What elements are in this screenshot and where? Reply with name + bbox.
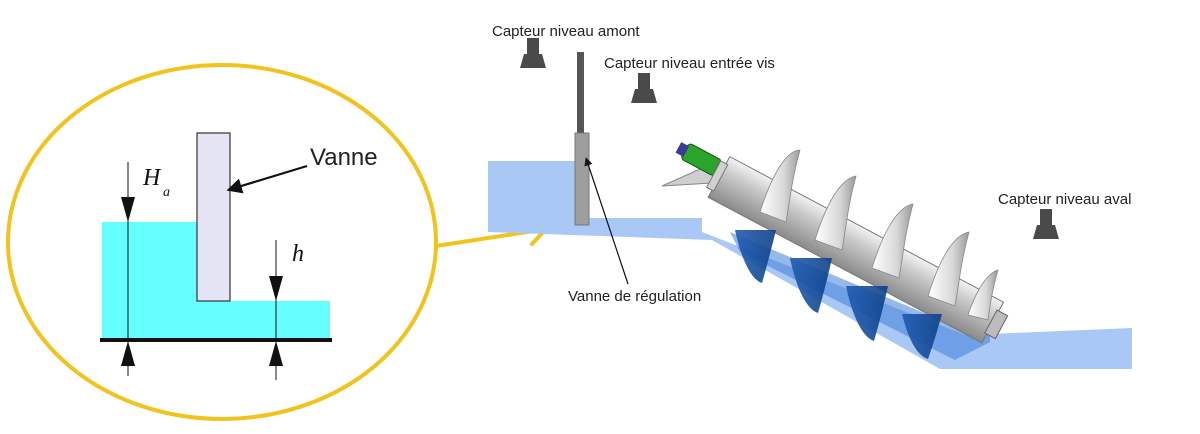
archimedes-screw (661, 142, 1009, 359)
screw-blade-4 (927, 231, 970, 307)
ha-arrow-top (121, 197, 135, 222)
height-downstream-label: h (292, 241, 304, 267)
h-arrow-bottom (269, 341, 283, 366)
channel-water (488, 161, 1132, 369)
gate-label: Vanne (310, 144, 378, 171)
gate-rod (577, 52, 584, 152)
zoom-water (102, 222, 330, 338)
screw-blade-wet-2 (790, 258, 832, 313)
sensor-screw-inlet-icon (631, 73, 657, 103)
regulation-gate-pointer (584, 157, 629, 285)
regulation-gate (574, 52, 590, 226)
screw-blade-wet-4 (902, 314, 942, 359)
regulation-gate-label: Vanne de régulation (568, 288, 701, 305)
screw-end-cap (984, 309, 1009, 340)
zoom-gate (196, 132, 231, 302)
vanne-pointer (226, 164, 308, 194)
height-upstream-subscript: a (163, 185, 170, 200)
sensor-downstream-icon (1033, 209, 1059, 239)
ha-arrow-bottom (121, 341, 135, 366)
screw-blade-wet-3 (846, 286, 888, 341)
screw-blade-wet-1 (735, 230, 776, 283)
h-arrow-top (269, 276, 283, 301)
gate-plate (574, 132, 590, 226)
screw-blade-3 (871, 203, 914, 279)
sensor-upstream-icon (520, 38, 546, 68)
screw-blade-1 (759, 149, 801, 223)
screw-inlet-cap (705, 160, 729, 192)
zoom-detail: Vanne H a h (6, 63, 438, 421)
screw-blade-2 (814, 175, 857, 251)
sensor-screw-inlet-label: Capteur niveau entrée vis (604, 55, 775, 72)
height-upstream-label: H (142, 165, 162, 191)
sensor-upstream-label: Capteur niveau amont (492, 23, 640, 40)
sensor-downstream-label: Capteur niveau aval (998, 191, 1131, 208)
screw-blade-5 (967, 269, 999, 321)
